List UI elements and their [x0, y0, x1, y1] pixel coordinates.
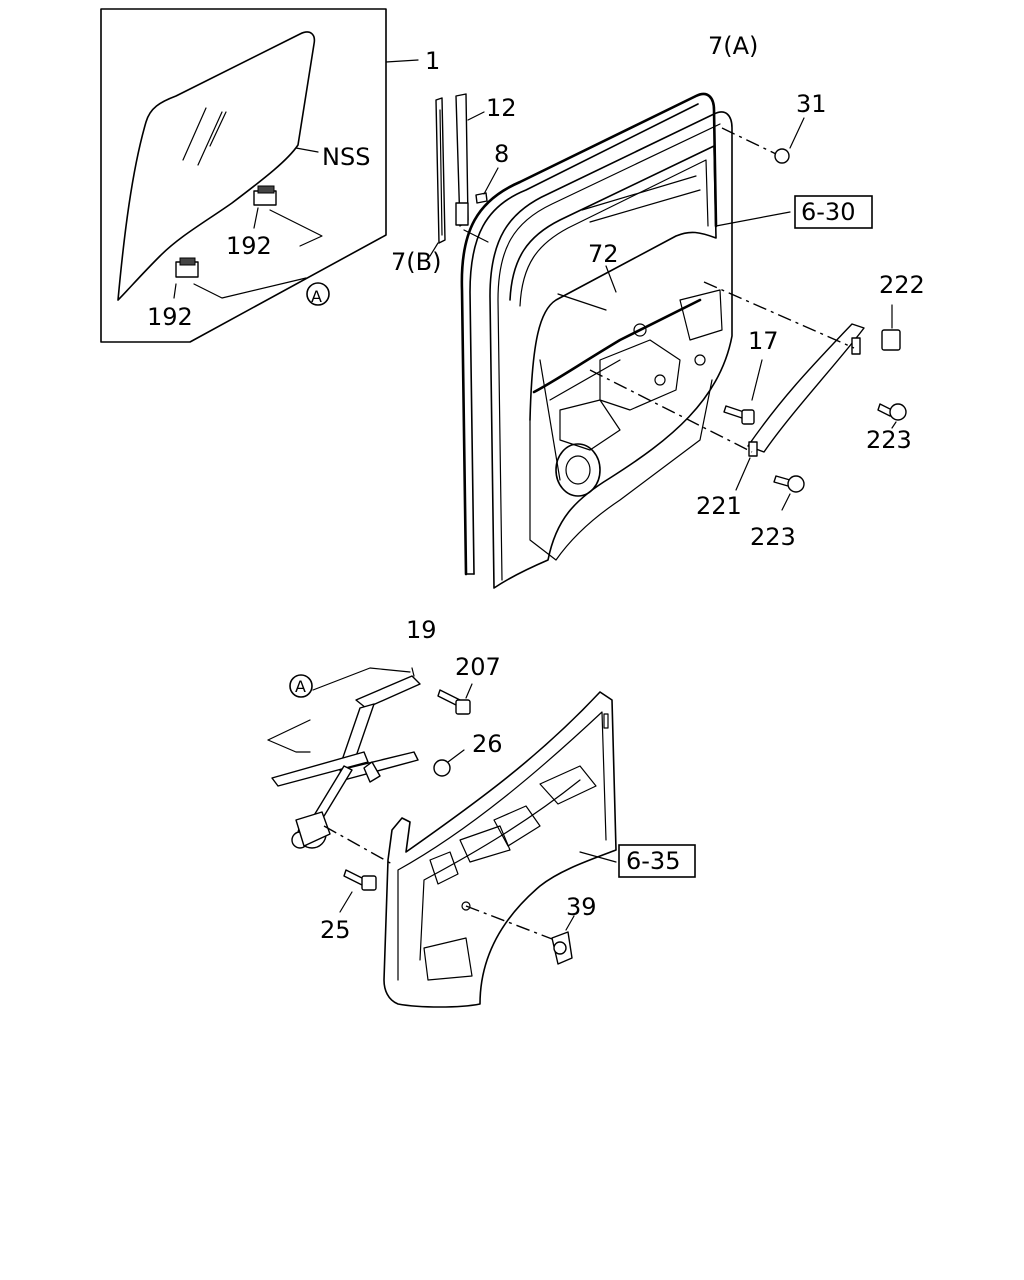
ref-box-6-30 — [794, 195, 873, 229]
glass-inset — [100, 8, 419, 343]
label-nss: NSS — [322, 143, 370, 171]
screw-223-right — [877, 403, 907, 429]
label-garnish-221: 221 — [696, 492, 742, 520]
cap-222 — [881, 304, 901, 351]
bolt-207 — [437, 683, 473, 715]
ref-box-6-35 — [618, 844, 696, 878]
label-nut-26: 26 — [472, 730, 503, 758]
window-regulator — [267, 667, 421, 865]
ref-6-30: 6-30 — [801, 198, 855, 226]
ref-circle-a-top: A — [311, 287, 322, 306]
clip-upper — [253, 185, 277, 206]
label-cap-222: 222 — [879, 271, 925, 299]
label-bolt-25: 25 — [320, 916, 351, 944]
label-weatherstrip: 7(A) — [708, 32, 758, 60]
sash-channel — [455, 93, 489, 243]
door-trim-panel — [383, 691, 617, 1008]
ref-circle-a-bottom-ring — [289, 674, 313, 698]
label-clip-upper: 192 — [226, 232, 272, 260]
ref-circle-a-bottom: A — [295, 677, 306, 696]
label-screw-223-lower: 223 — [750, 523, 796, 551]
label-seal: 72 — [588, 240, 619, 268]
front-glass-run — [429, 97, 446, 257]
handle-39 — [551, 915, 575, 965]
bolt-17 — [723, 359, 763, 425]
door-garnish — [589, 281, 865, 491]
label-bracket-19: 19 — [406, 616, 437, 644]
plug-31 — [721, 117, 805, 164]
label-clip-lower: 192 — [147, 303, 193, 331]
label-sash: 12 — [486, 94, 517, 122]
screw-223-lower — [773, 475, 805, 511]
label-handle-39: 39 — [566, 893, 597, 921]
label-front-run: 7(B) — [391, 248, 441, 276]
label-plug-31: 31 — [796, 90, 827, 118]
label-glass: 1 — [425, 47, 440, 75]
door-inner-panel — [460, 92, 791, 589]
clip-lower — [175, 257, 199, 278]
nut-26 — [433, 749, 465, 777]
ref-6-35: 6-35 — [626, 847, 680, 875]
label-screw-223-right: 223 — [866, 426, 912, 454]
bolt-25 — [339, 869, 377, 913]
label-screw-8: 8 — [494, 140, 509, 168]
screw-8-part — [475, 167, 499, 204]
label-bolt-17: 17 — [748, 327, 779, 355]
label-bolt-207: 207 — [455, 653, 501, 681]
